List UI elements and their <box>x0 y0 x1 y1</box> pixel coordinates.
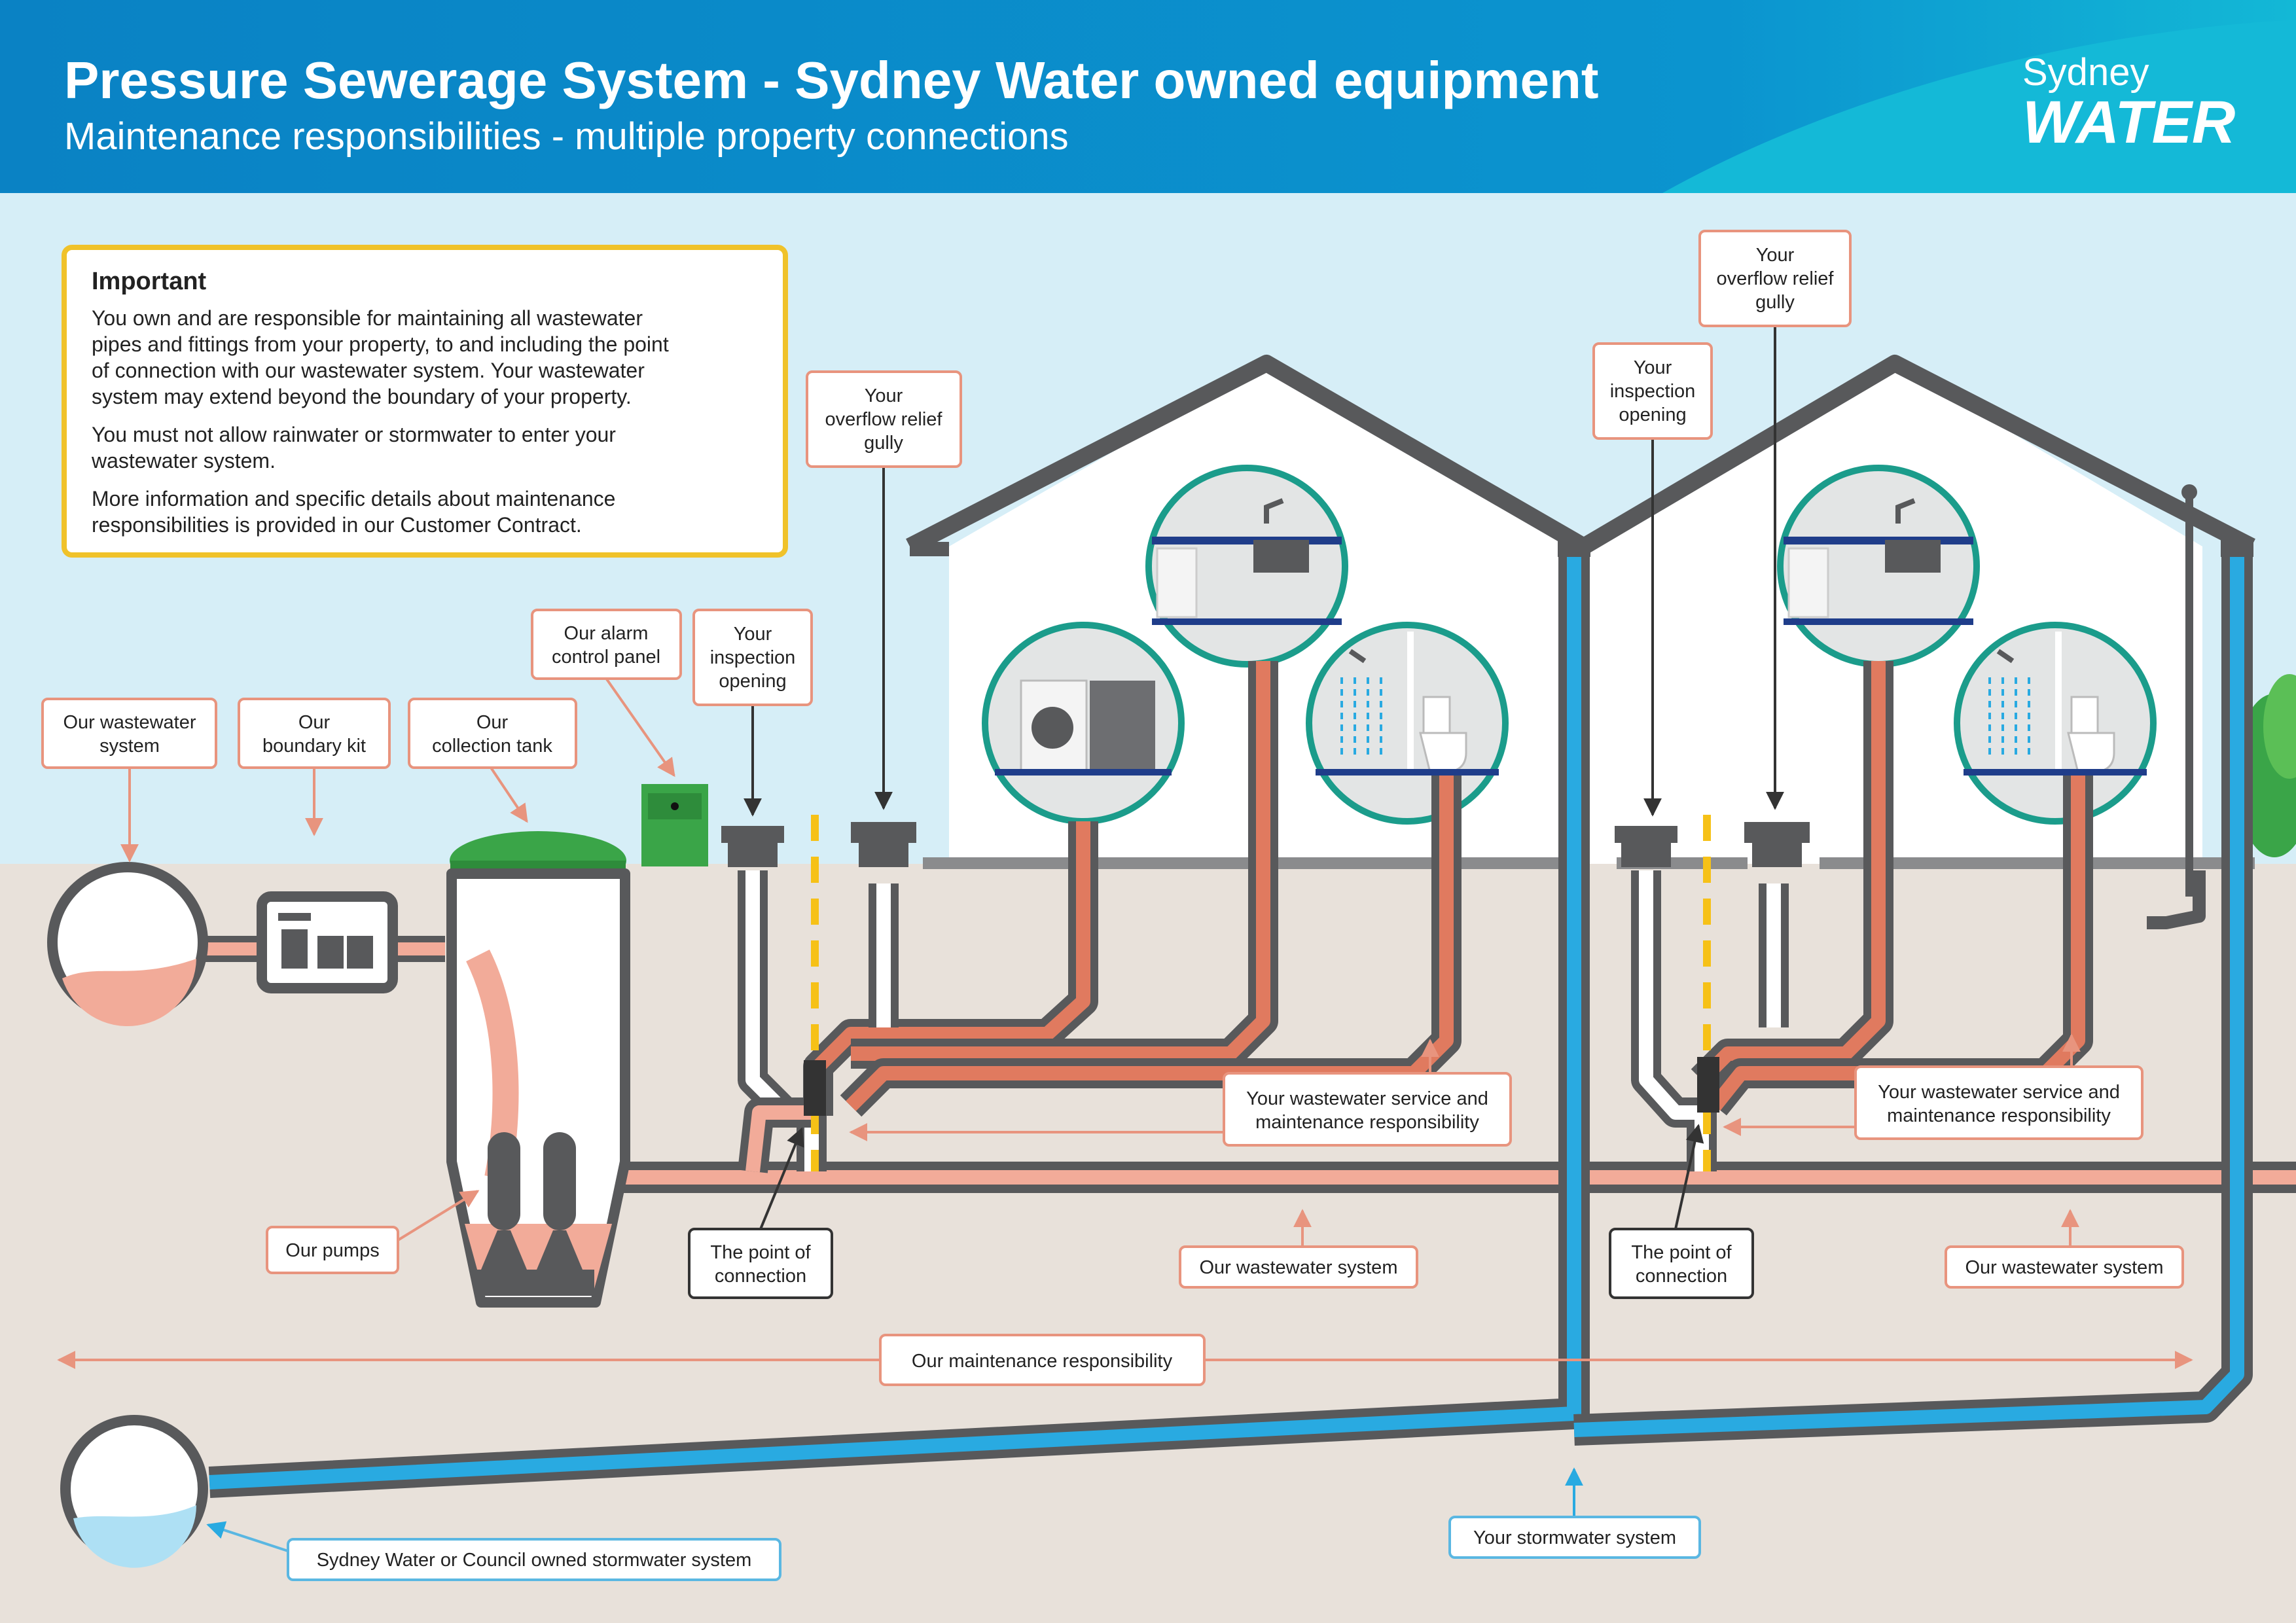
gully-grate-left <box>851 822 916 867</box>
inset-kitchen-left <box>1145 465 1348 668</box>
inset-kitchen-right <box>1777 465 1980 668</box>
label-our-wastewater-system-2: Our wastewater system <box>1945 1245 2184 1289</box>
connection-fitting-right <box>1697 1057 1719 1113</box>
collection-tank <box>446 831 630 1308</box>
important-notice: Important You own and are responsible fo… <box>62 245 788 558</box>
main-wastewater-pipe-section <box>47 862 445 1027</box>
gully-grate-right <box>1744 822 1810 867</box>
important-paragraph-1: You own and are responsible for maintain… <box>92 306 675 408</box>
svg-text:Your stormwater system: Your stormwater system <box>1473 1527 1676 1548</box>
sydney-water-logo: Sydney WATER <box>2022 51 2235 156</box>
svg-text:Our wastewater system: Our wastewater system <box>1965 1257 2164 1278</box>
connection-fitting-left <box>804 1060 826 1116</box>
inset-laundry-left <box>982 622 1185 825</box>
svg-text:Sydney Water or Council owned: Sydney Water or Council owned stormwater… <box>317 1550 752 1571</box>
label-our-pumps: Our pumps <box>266 1226 399 1274</box>
svg-text:Sydney: Sydney <box>2022 51 2149 94</box>
label-council-stormwater: Sydney Water or Council owned stormwater… <box>287 1538 781 1581</box>
svg-text:Our maintenance responsibility: Our maintenance responsibility <box>912 1351 1173 1372</box>
svg-text:Our wastewater system: Our wastewater system <box>1200 1257 1398 1278</box>
label-your-stormwater-system: Your stormwater system <box>1448 1516 1701 1559</box>
inspection-opening-cap-right <box>1615 826 1677 867</box>
inset-bathroom-right <box>1954 622 2157 825</box>
council-stormwater-pipe <box>60 1415 208 1568</box>
leader-lines <box>57 326 2193 1552</box>
alarm-control-panel <box>641 784 708 866</box>
important-paragraph-3: More information and specific details ab… <box>92 487 621 537</box>
label-our-maintenance-responsibility: Our maintenance responsibility <box>879 1334 1206 1386</box>
page-title: Pressure Sewerage System - Sydney Water … <box>64 51 1599 109</box>
important-paragraph-2: You must not allow rainwater or stormwat… <box>91 423 622 473</box>
main-sewer-pipe <box>602 1162 2296 1193</box>
svg-text:WATER: WATER <box>2022 89 2235 156</box>
page-subtitle: Maintenance responsibilities - multiple … <box>64 115 1069 158</box>
inset-bathroom-left <box>1306 622 1509 825</box>
stormwater-pipes <box>208 484 2253 1498</box>
boundary-kit <box>257 891 398 993</box>
important-heading: Important <box>92 268 207 295</box>
header-banner: Pressure Sewerage System - Sydney Water … <box>0 0 2296 193</box>
inspection-opening-cap-left <box>721 826 784 867</box>
svg-text:Our pumps: Our pumps <box>285 1240 379 1261</box>
label-our-wastewater-system-1: Our wastewater system <box>1179 1245 1418 1289</box>
